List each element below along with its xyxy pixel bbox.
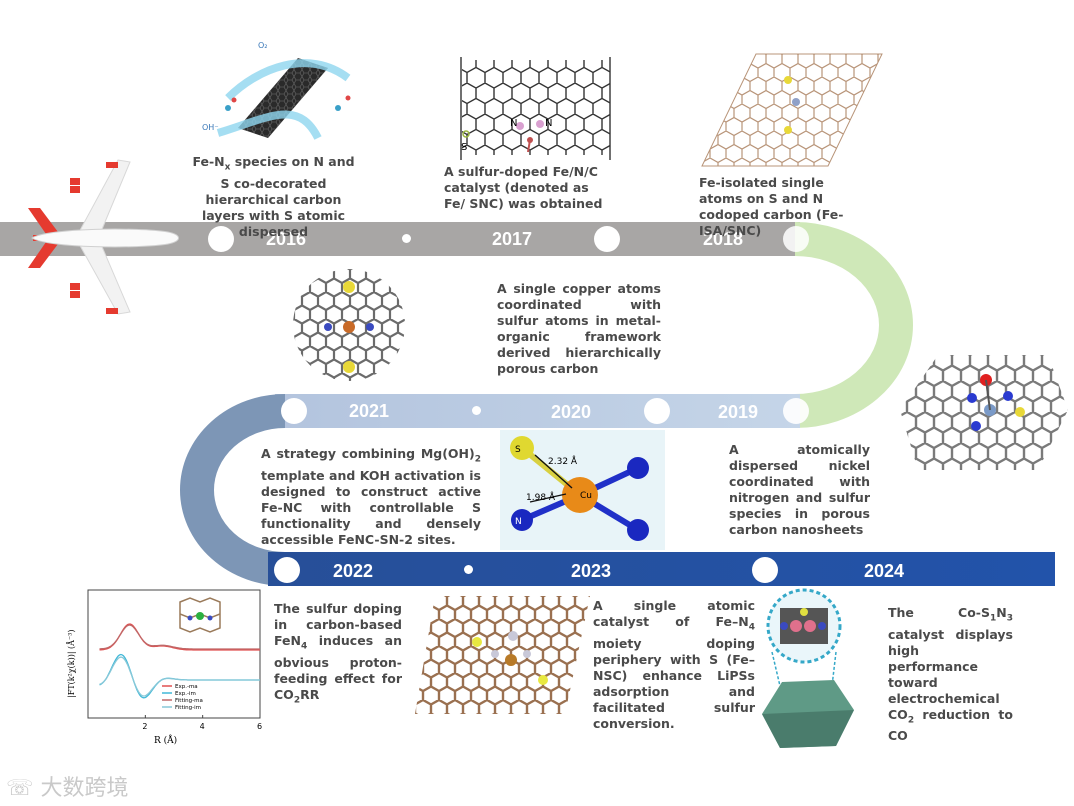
entry-2022: The sulfur doping in carbon-based FeN4 i…: [274, 601, 402, 708]
lattice-figure-2023: [415, 596, 590, 714]
lattice-figure-2018: [701, 53, 883, 167]
entry-2016: Fe-Nx species on N and S co-decorated hi…: [192, 154, 355, 240]
legend-label: Fitting-im: [175, 705, 201, 711]
entry-2016-pre: Fe-N: [192, 154, 225, 169]
entry-2022-sub2: 2: [293, 695, 301, 705]
marker-2018: [594, 226, 620, 252]
entry-2017: A sulfur-doped Fe/N/C catalyst (denoted …: [444, 164, 603, 211]
entry-2024-sub3: 2: [907, 715, 915, 725]
watermark: ☏ 大数跨境: [6, 770, 129, 802]
series-exp-ma: [99, 623, 260, 651]
x-tick-label: 4: [200, 722, 205, 731]
cu-s-label: S: [515, 445, 521, 455]
airplane-icon: [28, 159, 179, 315]
cu-label: Cu: [580, 491, 592, 501]
graphene-sheet-figure-2017: N N S: [460, 57, 611, 160]
timeline-band-lightblue: [275, 394, 800, 428]
marker-dot-2020: [472, 406, 481, 415]
marker-2021: [281, 398, 307, 424]
year-2021: 2021: [349, 401, 390, 421]
entry-2016-sub: x: [224, 162, 231, 173]
chart-inset-lattice: [174, 594, 230, 642]
s-label: S: [461, 142, 467, 153]
legend-label: Fitting-ma: [175, 698, 203, 704]
entry-2024-post: catalyst displays high performance towar…: [888, 626, 1013, 722]
x-tick-label: 2: [142, 722, 147, 731]
entry-2016-post: species on N and S: [220, 154, 355, 191]
entry-2022-sub: 4: [300, 641, 308, 652]
entry-2023-post: moiety doping periphery with S (Fe–NSC) …: [593, 635, 755, 731]
watermark-text: 大数跨境: [40, 776, 129, 801]
legend-label: Exp.-ma: [175, 684, 198, 690]
legend-label: Exp.-im: [175, 691, 196, 697]
timeline-band-blue: [268, 552, 1055, 586]
chart-xlabel: R (Å): [154, 734, 177, 746]
cu-coordination-figure: S N Cu 2.32 Å 1.98 Å: [510, 436, 649, 541]
entry-2024-post2: reduction to CO: [888, 706, 1013, 744]
n-label-right: N: [545, 118, 552, 129]
year-2017: 2017: [492, 229, 533, 249]
series-fitting-ma: [99, 624, 260, 650]
bond-cu-n: 1.98 Å: [526, 491, 556, 503]
year-2016: 2016: [266, 229, 307, 249]
marker-dot-2023: [464, 565, 473, 574]
entry-2018: Fe-isolated single atoms on S and N codo…: [699, 175, 844, 238]
year-2024: 2024: [864, 561, 905, 581]
watermark-logo-icon: ☏: [6, 776, 34, 801]
year-2022: 2022: [333, 561, 374, 581]
year-2019: 2019: [718, 402, 759, 422]
nanoparticle-figure: [762, 588, 854, 748]
entry-2021-pre: A strategy combining Mg(OH): [261, 446, 475, 461]
bond-cu-s: 2.32 Å: [548, 455, 578, 467]
n-label-left: N: [510, 118, 517, 129]
entry-2021-sub: 2: [474, 454, 481, 465]
marker-2024: [752, 557, 778, 583]
cu-s-molecule-figure: [293, 269, 405, 381]
entry-2024-pre: The Co-S: [888, 605, 990, 620]
entry-2023: A single atomic catalyst of Fe–N4 moiety…: [593, 598, 755, 732]
entry-2023-sub: 4: [748, 622, 755, 633]
o2-label: O₂: [258, 41, 268, 50]
entry-2023-pre: A single atomic catalyst of Fe–N: [593, 598, 755, 629]
entry-2024: The Co-S1N3 catalyst displays high perfo…: [888, 605, 1013, 744]
cu-n-label: N: [515, 517, 522, 527]
series-fitting-im: [99, 656, 260, 697]
ni-graphene-figure: [900, 355, 1068, 470]
marker-2018-end: [783, 226, 809, 252]
x-tick-label: 6: [257, 722, 262, 731]
chart-ylabel: |FT(k²χ(k))| (Å⁻³): [67, 629, 76, 698]
entry-2024-sub: 1: [990, 613, 997, 624]
oh-label: OH⁻: [202, 123, 219, 132]
entry-2022-post2: RR: [300, 686, 320, 702]
marker-dot-2017: [402, 234, 411, 243]
year-2023: 2023: [571, 561, 612, 581]
year-2020: 2020: [551, 402, 592, 422]
entry-2021-post: template and KOH activation is designed …: [261, 467, 481, 547]
marker-2019: [783, 398, 809, 424]
entry-2016-rest: co-decorated hierarchical carbon layers …: [201, 175, 346, 239]
marker-2022: [274, 557, 300, 583]
entry-2024-mid: N: [996, 605, 1007, 620]
entry-2021: A strategy combining Mg(OH)2 template an…: [261, 446, 481, 548]
entry-2024-sub2: 3: [1006, 613, 1013, 624]
marker-2020: [644, 398, 670, 424]
year-2018: 2018: [703, 229, 744, 249]
entry-2022-pre: The sulfur doping in carbon-based FeN: [274, 601, 402, 648]
marker-2016: [208, 226, 234, 252]
carbon-layers-figure: O₂ OH⁻: [202, 41, 351, 140]
entry-2020: A single copper atoms coordinated with s…: [497, 281, 661, 376]
entry-2019: A atomically dispersed nickel coordinate…: [729, 442, 870, 537]
entry-2022-post: induces an obvious proton-feeding effect…: [274, 633, 402, 702]
